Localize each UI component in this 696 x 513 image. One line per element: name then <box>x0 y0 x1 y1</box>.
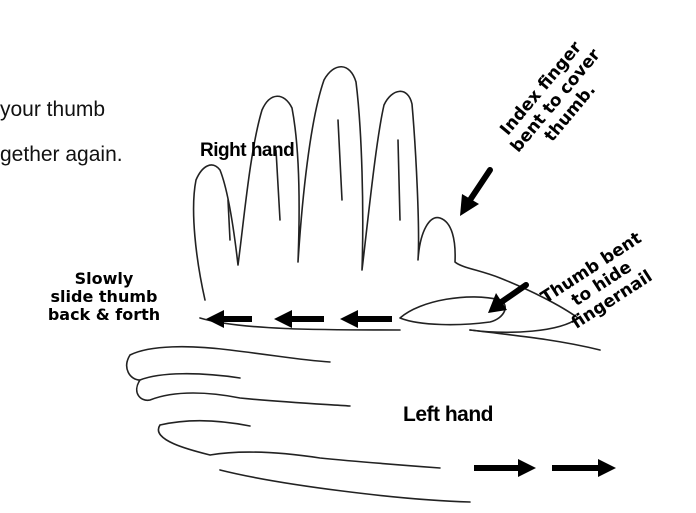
slide-note-line-2: slide thumb <box>2 288 206 306</box>
slide-arrow-3 <box>340 310 392 328</box>
index-pointer-arrow <box>470 170 490 200</box>
left-hand-label: Left hand <box>403 403 493 427</box>
slide-note-line-1: Slowly <box>2 270 206 288</box>
right-hand-label: Right hand <box>200 140 294 162</box>
thumb-pointer-arrow <box>500 285 526 303</box>
slide-note-line-3: back & forth <box>2 306 206 324</box>
slide-arrow-2 <box>274 310 324 328</box>
slide-thumb-note: Slowly slide thumb back & forth <box>2 270 206 324</box>
bottom-arrow-1 <box>474 459 536 477</box>
left-hand-outline <box>127 318 600 502</box>
bottom-arrow-2 <box>552 459 616 477</box>
